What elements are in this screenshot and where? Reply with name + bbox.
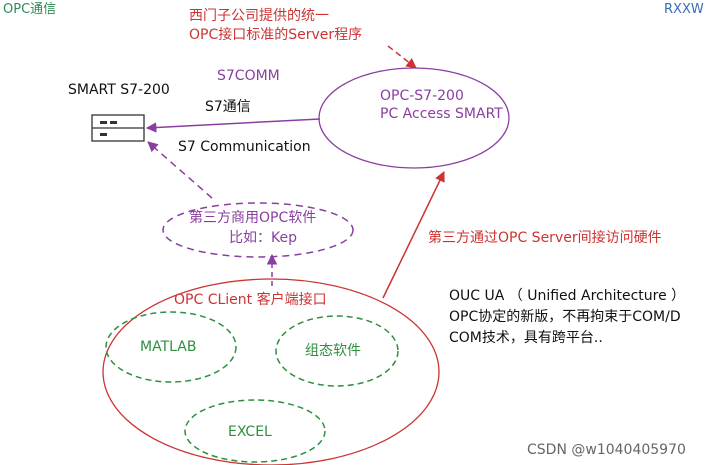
third-party-ellipse (162, 202, 354, 258)
device-name: SMART S7-200 (68, 82, 170, 98)
plc-device-icon (91, 114, 145, 142)
app-matlab: MATLAB (140, 339, 197, 355)
annotation-arrow (387, 45, 417, 69)
author-label: RXXW (664, 2, 704, 17)
annotation-line1: 西门子公司提供的统一 (189, 8, 329, 24)
server-name: OPC-S7-200 (380, 88, 464, 104)
s7-link-arrow (145, 118, 321, 133)
ua-note-line2: OPC协定的新版，不再拘束于COM/D (449, 309, 681, 325)
s7-link-label-en: S7 Communication (178, 139, 311, 155)
third-party-line2: 比如：Kep (229, 230, 297, 246)
server-product: PC Access SMART (380, 106, 503, 122)
ua-note-line3: COM技术，具有跨平台.. (449, 330, 603, 346)
corner-title: OPC通信 (3, 2, 57, 17)
excel-ellipse (184, 399, 326, 463)
third-party-line1: 第三方商用OPC软件 (189, 210, 317, 226)
third-party-to-plc-arrow (147, 141, 213, 199)
client-title: OPC CLient 客户端接口 (174, 292, 327, 308)
annotation-line2: OPC接口标准的Server程序 (189, 27, 363, 43)
opc-client-ellipse (102, 278, 440, 465)
app-excel: EXCEL (228, 424, 272, 440)
opc-server-ellipse (318, 67, 510, 169)
ua-note-line1: OUC UA （ Unified Architecture ） (449, 288, 686, 304)
indirect-access-label: 第三方通过OPC Server间接访问硬件 (428, 230, 662, 246)
matlab-ellipse (105, 311, 237, 383)
protocol-label: S7COMM (217, 68, 280, 84)
app-scada: 组态软件 (305, 343, 361, 359)
watermark: CSDN @w1040405970 (527, 442, 686, 458)
client-to-server-arrow (382, 171, 445, 299)
s7-link-label-cn: S7通信 (205, 99, 251, 115)
scada-ellipse (275, 315, 399, 387)
